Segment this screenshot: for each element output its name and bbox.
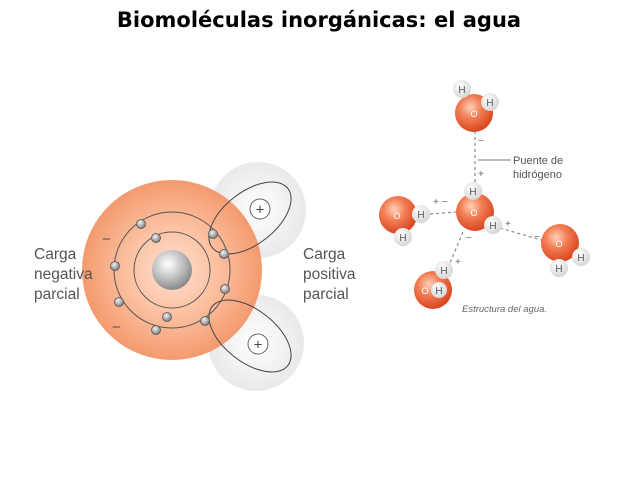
electron xyxy=(208,229,218,239)
structure-caption: Estructura del agua. xyxy=(462,304,547,315)
oxygen-atom xyxy=(456,193,494,231)
positive-label-line2: positiva xyxy=(303,266,356,283)
plus-sign-top: + xyxy=(256,202,265,219)
positive-charge-label: Carga positiva parcial xyxy=(303,245,356,305)
electron xyxy=(220,284,230,294)
oxygen-atom xyxy=(379,196,417,234)
svg-text:+: + xyxy=(455,257,461,268)
bond-label-line2: hidrógeno xyxy=(513,169,562,181)
minus-sign-lower: − xyxy=(112,319,121,336)
electron xyxy=(136,219,146,229)
hydrogen-bonds xyxy=(429,131,549,271)
hydrogen-atom xyxy=(481,93,499,111)
plus-circle-top xyxy=(249,198,271,220)
negative-charge-label: Carga negativa parcial xyxy=(34,245,93,305)
oxygen-nucleus xyxy=(152,250,192,290)
oxygen-symbol: O xyxy=(470,109,477,119)
svg-text:+: + xyxy=(478,169,484,180)
hydrogen-atom xyxy=(394,228,412,246)
oxygen-atom xyxy=(541,224,579,262)
svg-text:−: − xyxy=(466,233,472,244)
oxygen-symbol: O xyxy=(555,239,562,249)
negative-label-line2: negativa xyxy=(34,266,93,283)
electron xyxy=(151,325,161,335)
svg-text:+: + xyxy=(433,197,439,208)
positive-label-line1: Carga xyxy=(303,246,346,263)
hydrogen-atom xyxy=(453,80,471,98)
hydrogen-symbol: H xyxy=(555,264,562,275)
hydrogen-bond-left xyxy=(429,211,457,215)
hydrogen-atom xyxy=(550,259,568,277)
hydrogen-symbol: H xyxy=(399,233,406,244)
electron xyxy=(219,249,229,259)
plus-sign-bottom: + xyxy=(254,337,263,354)
svg-text:−: − xyxy=(442,197,448,208)
bond-label-line1: Puente de xyxy=(513,155,563,167)
orbit-inner xyxy=(133,231,211,309)
negative-label-line1: Carga xyxy=(34,246,77,263)
hydrogen-atom xyxy=(412,205,430,223)
hydrogen-symbol: H xyxy=(435,286,442,297)
hydrogen-symbol: H xyxy=(486,98,493,109)
svg-text:−: − xyxy=(478,136,484,147)
electron xyxy=(151,233,161,243)
minus-sign-upper: − xyxy=(102,231,111,248)
electron xyxy=(200,316,210,326)
plus-circle-bottom xyxy=(247,333,269,355)
svg-text:+: + xyxy=(505,219,511,230)
hydrogen-symbol: H xyxy=(440,266,447,277)
oxygen-symbol: O xyxy=(393,211,400,221)
hydrogen-bond-bottom xyxy=(446,231,464,271)
electron xyxy=(110,261,120,271)
electron xyxy=(162,312,172,322)
hydrogen-atom xyxy=(572,248,590,266)
hydrogen-atom xyxy=(484,216,502,234)
hydrogen-symbol: H xyxy=(458,85,465,96)
electron xyxy=(114,297,124,307)
svg-text:−: − xyxy=(534,232,540,243)
hydrogen-symbol: H xyxy=(469,187,476,198)
electrons xyxy=(110,219,230,335)
negative-label-line3: parcial xyxy=(34,286,80,303)
partial-charges: − + + − + − − + xyxy=(433,136,540,268)
hydrogen-symbol: H xyxy=(489,221,496,232)
hydrogen-symbol: H xyxy=(417,210,424,221)
hydrogen-atom xyxy=(464,182,482,200)
oxygen-symbol: O xyxy=(421,286,428,296)
hydrogen-atom xyxy=(431,282,447,298)
orbit-bottom-hydrogen xyxy=(208,299,292,373)
orbit-top-hydrogen xyxy=(208,181,292,255)
hydrogen-bond-right xyxy=(499,227,549,243)
hydrogen-atom xyxy=(435,261,453,279)
hydrogen-symbol: H xyxy=(577,253,584,264)
page-title: Biomoléculas inorgánicas: el agua xyxy=(116,8,522,32)
positive-label-line3: parcial xyxy=(303,286,349,303)
oxygen-symbol: O xyxy=(470,208,477,218)
